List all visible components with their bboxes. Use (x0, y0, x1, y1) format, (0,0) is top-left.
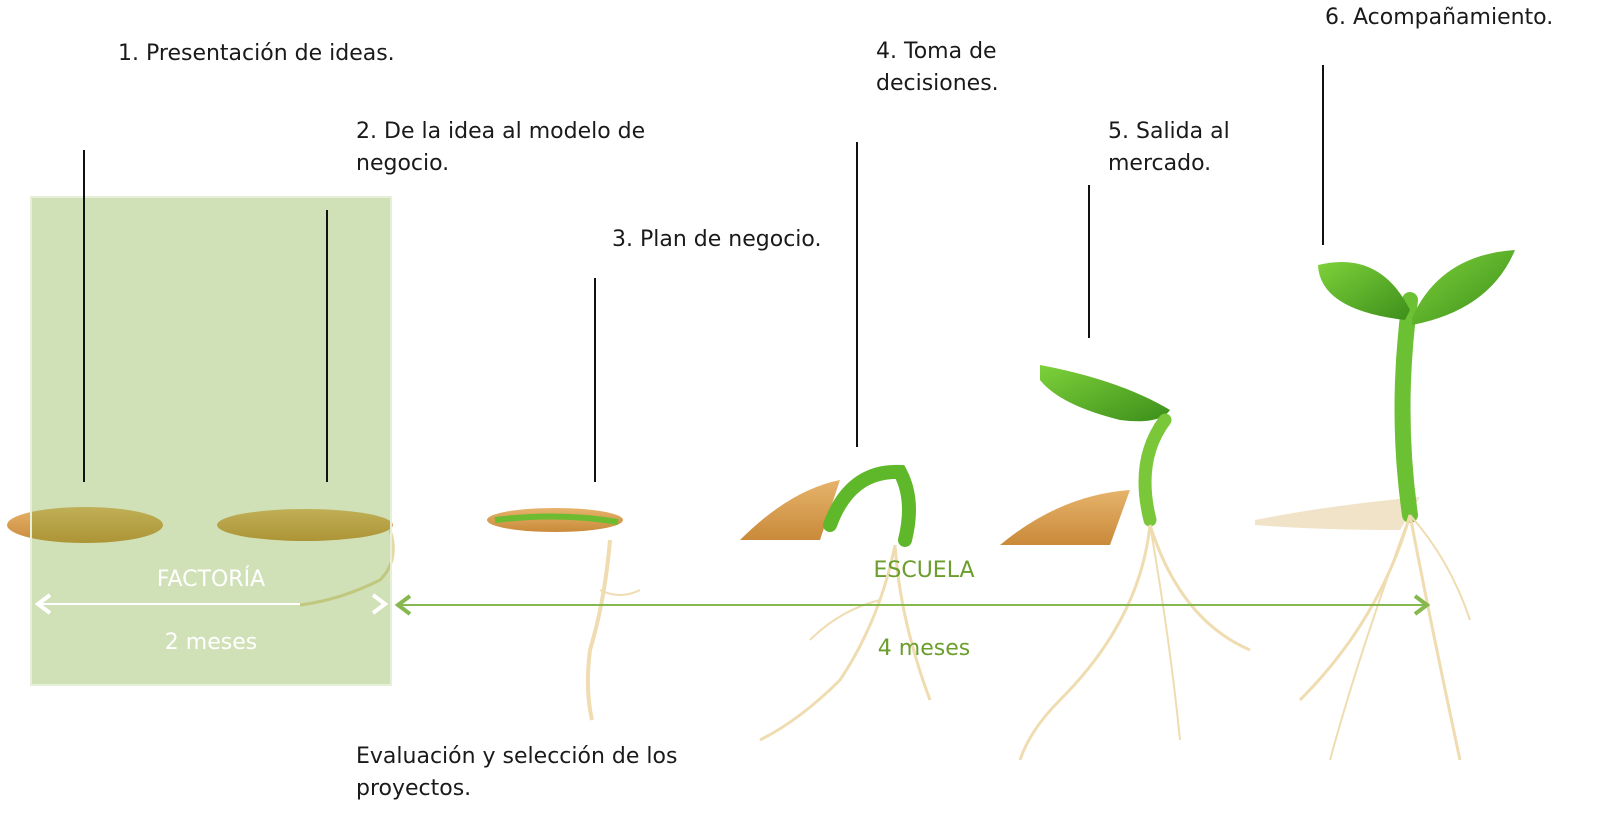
factoria-label: FACTORÍA (156, 567, 266, 592)
seed-stage-5 (1000, 365, 1251, 761)
pointer-line-stage-2 (326, 210, 328, 482)
stage-1-label: 1. Presentación de ideas. (118, 41, 395, 66)
seed-stage-6 (1255, 250, 1515, 761)
stage-3-label: 3. Plan de negocio. (612, 227, 822, 252)
factoria-duration: 2 meses (164, 630, 258, 655)
escuela-duration: 4 meses (877, 636, 971, 661)
pointer-line-stage-5 (1088, 185, 1090, 338)
escuela-label: ESCUELA (873, 558, 975, 583)
pointer-line-stage-6 (1322, 65, 1324, 245)
evaluation-caption: Evaluación y selección de los proyectos. (356, 744, 678, 801)
stage-5-label: 5. Salida al mercado. (1108, 119, 1230, 176)
stage-2-label: 2. De la idea al modelo de negocio. (356, 119, 646, 176)
stage-6-label: 6. Acompañamiento. (1325, 5, 1554, 30)
escuela-arrow (394, 594, 1431, 616)
pointer-line-stage-1 (83, 150, 85, 482)
seed-stage-3 (487, 508, 641, 721)
pointer-line-stage-3 (594, 278, 596, 482)
seed-stage-2 (217, 509, 395, 607)
seed-stage-1 (7, 507, 163, 543)
pointer-line-stage-4 (856, 142, 858, 447)
seed-stage-4 (740, 464, 932, 742)
stage-4-label: 4. Toma de decisiones. (876, 39, 999, 96)
